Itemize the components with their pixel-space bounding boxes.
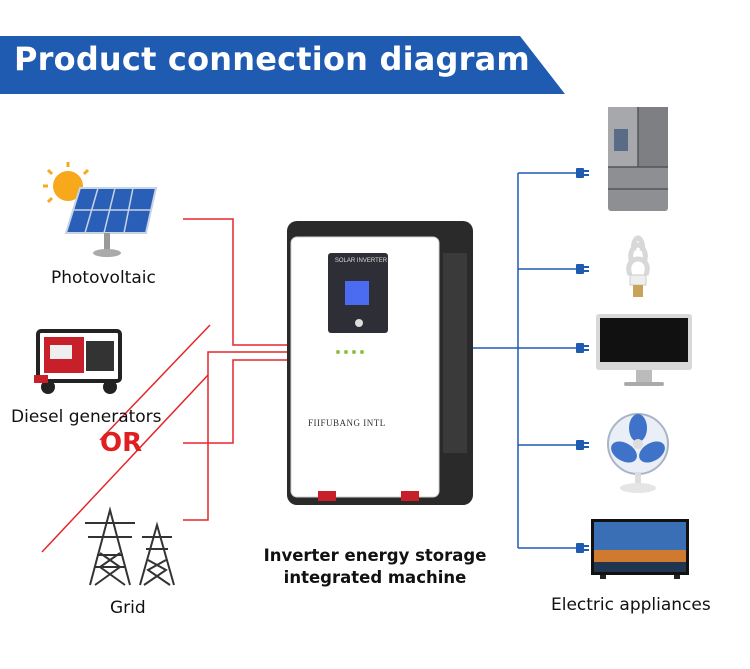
plug-icon	[576, 168, 589, 178]
source-wires	[41, 218, 290, 553]
output-wires	[470, 172, 578, 549]
plug-icon	[576, 343, 589, 353]
refrigerator-icon	[608, 107, 668, 211]
machine-caption-line2: integrated machine	[283, 568, 467, 587]
plug-icon	[576, 543, 589, 553]
solar-panel-icon	[43, 162, 158, 257]
grid-label: Grid	[110, 598, 146, 618]
electric-fan-icon	[607, 413, 669, 493]
plug-icons	[576, 168, 589, 553]
page-title: Product connection diagram	[14, 40, 530, 78]
machine-caption-line1: Inverter energy storage	[263, 546, 487, 565]
plug-icon	[576, 440, 589, 450]
diesel-generator-icon	[34, 329, 122, 394]
diesel-generators-label: Diesel generators	[11, 407, 162, 427]
television-icon	[591, 519, 689, 579]
photovoltaic-label: Photovoltaic	[51, 268, 156, 288]
power-tower-icon	[85, 506, 175, 586]
or-label: OR	[100, 428, 143, 458]
light-bulb-icon	[626, 235, 650, 297]
plug-icon	[576, 264, 589, 274]
computer-monitor-icon	[596, 314, 692, 386]
inverter-screen-label: SOLAR INVERTER	[334, 258, 388, 264]
electric-appliances-label: Electric appliances	[551, 595, 711, 615]
title-banner	[0, 36, 565, 94]
machine-caption: Inverter energy storage integrated machi…	[250, 545, 500, 589]
inverter-brand-label: FIIFUBANG INTL	[308, 418, 386, 428]
inverter-machine	[287, 221, 473, 505]
